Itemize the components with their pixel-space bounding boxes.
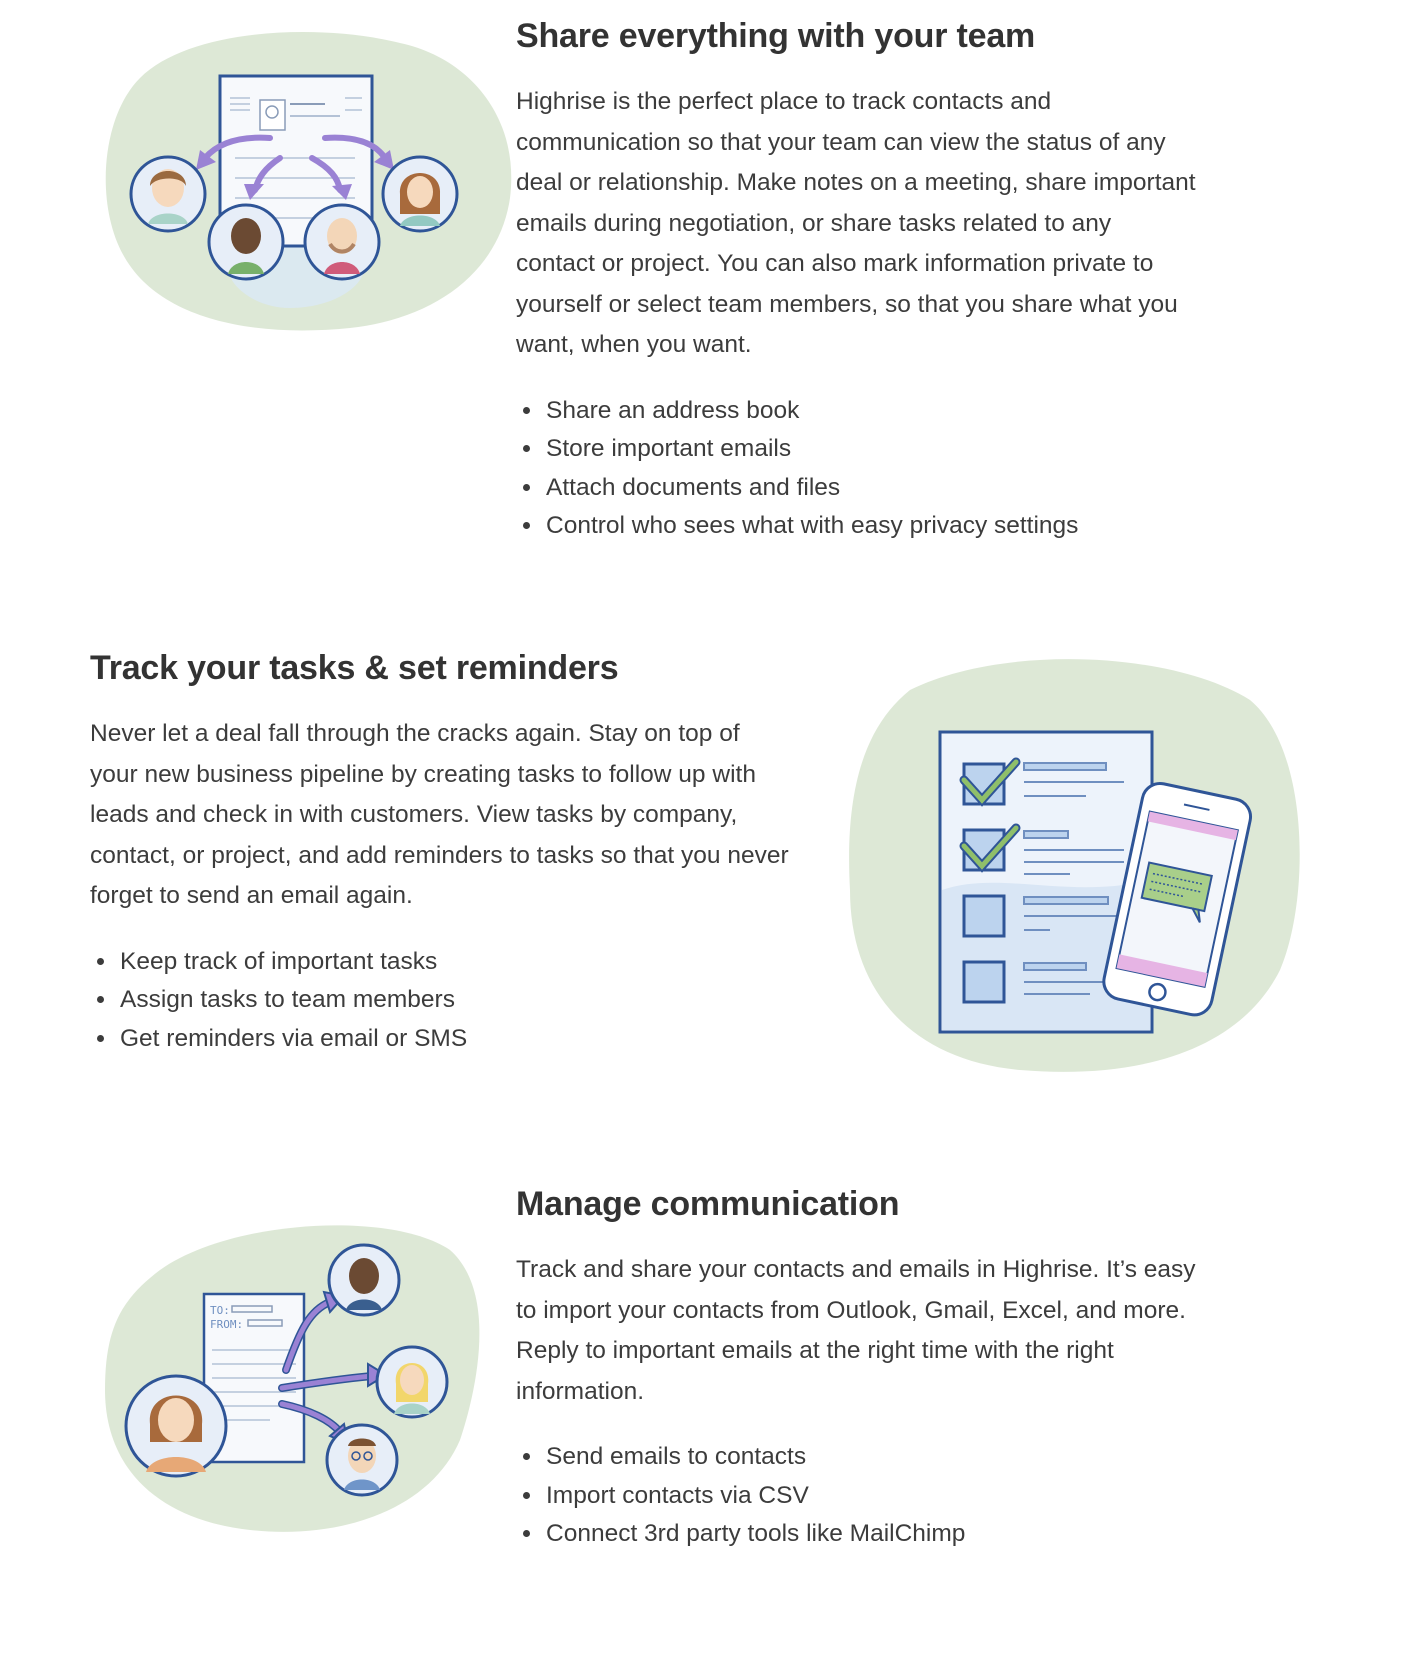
task-checklist-icon	[938, 730, 1154, 1034]
list-item: Assign tasks to team members	[118, 981, 790, 1020]
section-title: Manage communication	[516, 1185, 900, 1223]
section-tasks: Track your tasks & set reminders Never l…	[0, 620, 1426, 1140]
feature-list: Keep track of important tasks Assign tas…	[90, 943, 790, 1059]
section-share: Share everything with your team Highrise…	[0, 0, 1426, 560]
email-to-label: TO:	[210, 1304, 230, 1317]
section-body: Track and share your contacts and emails…	[516, 1256, 1196, 1405]
team-sharing-illustration	[105, 32, 512, 331]
message-bubble-icon	[1140, 861, 1213, 913]
share-text: Share everything with your team Highrise…	[516, 14, 1196, 546]
list-item: Store important emails	[544, 430, 1196, 469]
avatar-recipient-glasses	[325, 1423, 399, 1497]
avatar-man-beard	[303, 203, 381, 281]
avatar-woman-right	[381, 155, 459, 233]
tasks-reminders-illustration	[849, 659, 1300, 1072]
list-item: Share an address book	[544, 392, 1196, 431]
feature-list: Send emails to contacts Import contacts …	[516, 1438, 1206, 1554]
list-item: Connect 3rd party tools like MailChimp	[544, 1515, 1206, 1554]
avatar-sender	[124, 1374, 228, 1478]
list-item: Attach documents and files	[544, 469, 1196, 508]
list-item: Get reminders via email or SMS	[118, 1020, 790, 1059]
list-item: Control who sees what with easy privacy …	[544, 507, 1196, 546]
avatar-man-dark	[207, 203, 285, 281]
avatar-woman-left	[129, 155, 207, 233]
list-item: Keep track of important tasks	[118, 943, 790, 982]
tasks-text: Track your tasks & set reminders Never l…	[90, 646, 790, 1058]
phone-icon	[1102, 781, 1253, 1017]
section-body: Highrise is the perfect place to track c…	[516, 88, 1196, 358]
list-item: Import contacts via CSV	[544, 1477, 1206, 1516]
section-title: Track your tasks & set reminders	[90, 649, 619, 687]
section-body: Never let a deal fall through the cracks…	[90, 720, 789, 909]
communication-illustration: TO: FROM:	[105, 1225, 480, 1532]
section-title: Share everything with your team	[516, 17, 1036, 55]
communication-text: Manage communication Track and share you…	[516, 1182, 1206, 1554]
list-item: Send emails to contacts	[544, 1438, 1206, 1477]
email-from-label: FROM:	[210, 1318, 243, 1331]
section-communication: TO: FROM:	[0, 1170, 1426, 1670]
avatar-recipient-woman	[375, 1345, 449, 1419]
avatar-recipient-man	[327, 1243, 401, 1317]
feature-list: Share an address book Store important em…	[516, 392, 1196, 546]
